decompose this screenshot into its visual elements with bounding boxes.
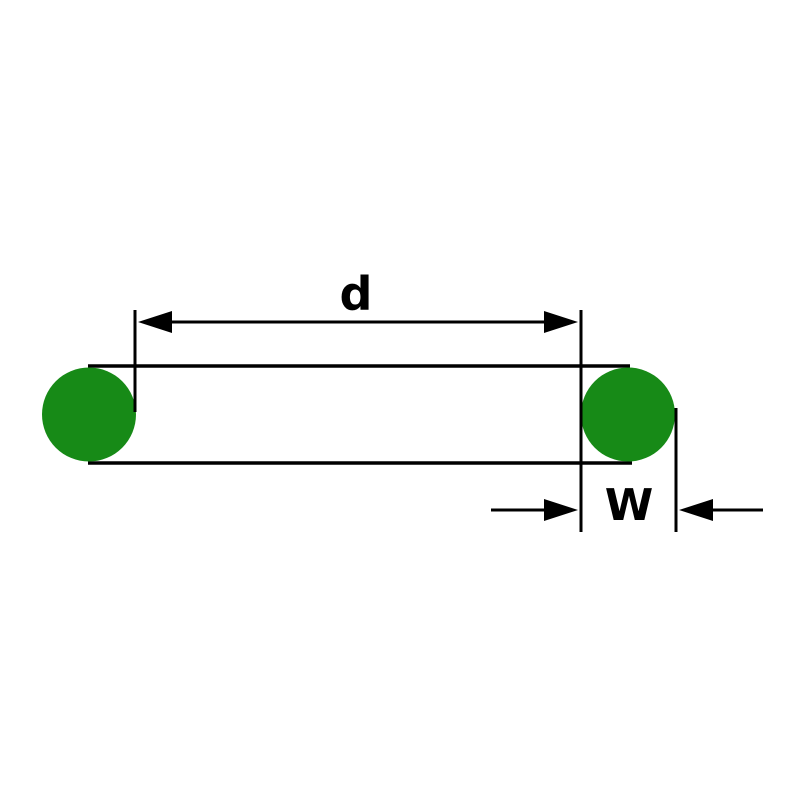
w-arrowhead-right-icon: [679, 499, 713, 521]
w-dimension-arrows: [491, 499, 763, 521]
d-arrowhead-right-icon: [544, 311, 578, 333]
inner-diameter-label: d: [340, 267, 373, 321]
w-arrowhead-left-icon: [544, 499, 578, 521]
d-arrowhead-left-icon: [138, 311, 172, 333]
right-ring-cross-section: [581, 367, 675, 462]
cross-section-width-label: W: [605, 480, 654, 531]
left-ring-cross-section: [42, 367, 136, 462]
d-dimension-arrow: [138, 311, 578, 333]
